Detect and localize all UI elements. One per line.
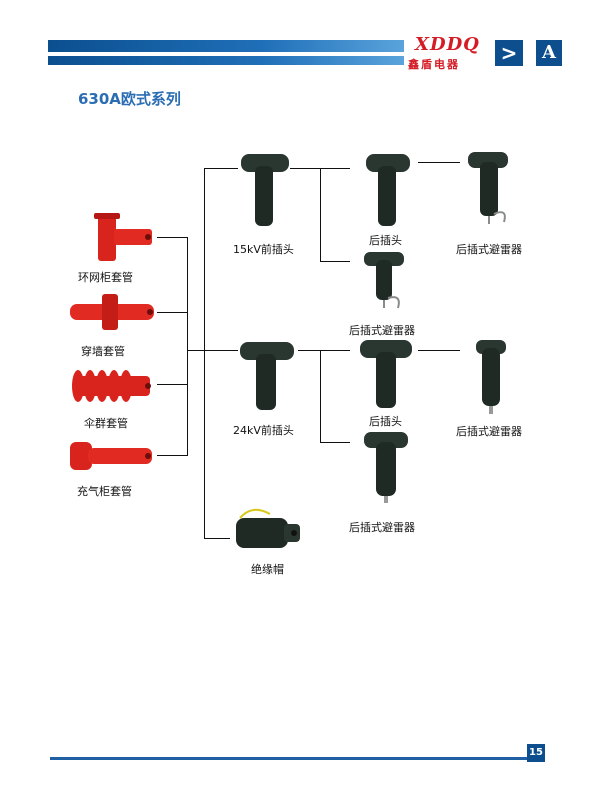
rear-arrester-15kv-lower-label: 后插式避雷器 [349,324,415,337]
page-title: 630A欧式系列 [78,90,181,108]
insulating-cap-label: 绝缘帽 [251,563,284,576]
nav-arrow-button[interactable]: > [495,40,523,66]
ring-main-bushing-label: 环网柜套管 [78,271,133,284]
rear-plug-15kv-image [366,154,410,226]
brand-logo-cn: 鑫盾电器 [408,58,460,71]
front-plug-15kv-label: 15kV前插头 [233,243,294,256]
rear-plug-24kv-image [360,340,412,408]
front-plug-24kv-label: 24kV前插头 [233,424,294,437]
gas-cabinet-bushing-label: 充气柜套管 [77,485,132,498]
page-number: 15 [527,744,545,762]
front-plug-15kv-image [241,154,289,226]
rear-arrester-15kv-lower-image [364,252,404,309]
rear-plug-15kv-label: 后插头 [369,234,402,247]
rear-arrester-24kv-lower-image [364,432,408,503]
skirt-bushing-label: 伞群套管 [84,417,128,430]
header-band-bottom [48,56,404,65]
insulating-cap-image [236,508,300,548]
header-band-top [48,40,404,52]
skirt-bushing-image [72,370,151,402]
rear-arrester-24kv-right-label: 后插式避雷器 [456,425,522,438]
rear-arrester-15kv-right-label: 后插式避雷器 [456,243,522,256]
ring-main-bushing-image [94,213,152,261]
gas-cabinet-bushing-image [70,442,152,470]
wall-bushing-label: 穿墙套管 [81,345,125,358]
brand-logo-en: XDDQ [415,34,480,55]
wall-bushing-image [70,294,154,330]
rear-plug-24kv-label: 后插头 [369,415,402,428]
section-badge: A [536,40,562,66]
rear-arrester-24kv-right-image [476,340,506,414]
rear-arrester-15kv-right-image [468,152,508,224]
rear-arrester-24kv-lower-label: 后插式避雷器 [349,521,415,534]
front-plug-24kv-image [240,342,294,410]
footer-rule [50,757,528,760]
